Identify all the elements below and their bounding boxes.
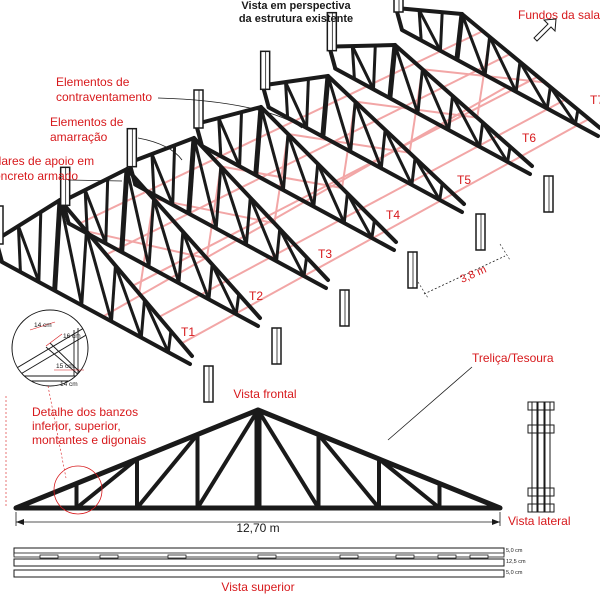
pillar [59,166,71,207]
truss-label-T3: T3 [318,247,332,261]
pillar [126,127,138,168]
fundos-label: Fundos da sala [518,8,600,22]
detail-circle [11,309,89,387]
pillar [407,251,418,289]
detail-dim-bottom: 14 cm [60,381,78,388]
truss-T1 [0,198,194,366]
truss-label-T6: T6 [522,131,536,145]
pillar [0,205,4,245]
top-view-dim-3: 5,0 cm [506,570,523,576]
apoio-label-1: Pilares de apoio em [0,154,94,168]
pillar [271,327,282,365]
contraventamento-label-1: Elementos de [56,75,130,89]
detalhe-label-2: inferior, superior, [32,419,121,433]
span-dimension [15,512,501,526]
truss-label-T2: T2 [249,289,263,303]
amarracao-label-2: amarração [50,130,108,144]
top-view-dim-1: 5,0 cm [506,548,523,554]
pillar [193,89,204,129]
front-view-truss [13,407,503,515]
truss-T4 [194,105,398,252]
trelica-label: Treliça/Tesoura [472,351,554,365]
pillar [339,289,350,327]
detail-dim-right: 16 cm [63,333,81,340]
pillar [543,175,554,213]
truss-label-T5: T5 [457,173,471,187]
pillar [326,11,338,52]
apoio-leader [67,179,123,182]
detail-dim-top: 14 cm [34,322,52,329]
spacing-label: 3,8 m [458,264,488,286]
truss-label-T1: T1 [181,325,195,339]
lateral-view [527,401,555,513]
amarracao-label-1: Elementos de [50,115,124,129]
bracing-elements [79,30,590,345]
truss-T5 [260,74,466,214]
truss-labels: T1 T2 T3 T4 T5 T6 T7 [181,93,600,339]
amarracao-leader [137,137,183,161]
truss-T3 [127,136,330,290]
concrete-pillars [0,0,554,403]
spacing-dimension [417,243,511,299]
truss-set [0,6,600,366]
trelica-leader [387,366,473,441]
truss-T7 [394,6,600,138]
pillar [203,365,214,403]
contraventamento-label-2: contraventamento [56,90,152,104]
span-label: 12,70 m [236,521,279,535]
title-line-1: Vista em perspectiva [241,0,351,12]
truss-T6 [327,43,534,176]
pillar [393,0,404,13]
top-view-dim-2: 12,5 cm [506,559,526,565]
pillar [259,50,271,91]
lateral-view-label: Vista lateral [508,514,570,528]
contraventamento-leader [157,97,303,129]
truss-label-T4: T4 [386,208,400,222]
apoio-label-2: concreto armado [0,169,78,183]
title-line-2: da estrutura existente [239,13,353,25]
top-view [13,547,505,578]
truss-label-T7: T7 [590,93,600,107]
pillar [475,213,486,251]
front-view-label: Vista frontal [233,387,296,401]
detail-dim-mid: 15 cm [56,363,74,370]
direction-arrow-icon [533,18,557,42]
detalhe-label-1: Detalhe dos banzos [32,405,138,419]
top-view-label: Vista superior [221,580,294,594]
detalhe-label-3: montantes e digonais [32,433,146,447]
